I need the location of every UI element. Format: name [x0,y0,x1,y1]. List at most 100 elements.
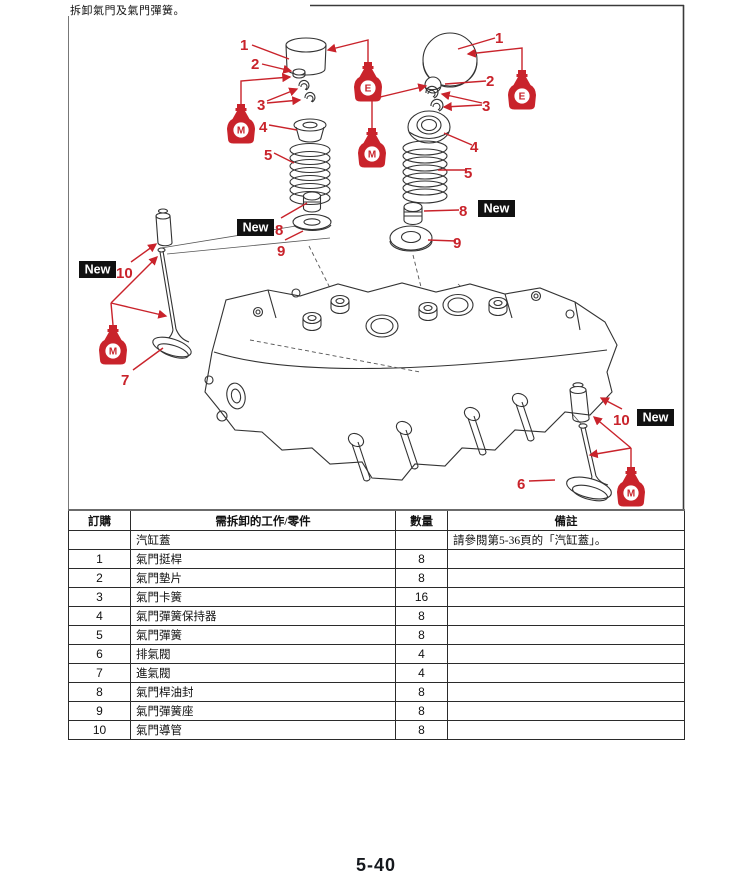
valve-lifter-part [285,37,327,76]
cell-order: 4 [68,606,131,626]
callout-6: 6 [517,476,525,493]
cell-remark [447,701,685,721]
cell-part: 氣門導管 [130,720,396,740]
cell-order [68,530,131,550]
cell-order: 9 [68,701,131,721]
new-tags: New New New New [79,200,674,426]
valve-stem-seal-part [403,201,423,226]
table-row: 汽缸蓋請參閱第5-36頁的「汽缸蓋」。 [68,530,685,550]
new-tag-label: New [85,263,111,277]
cell-remark [447,720,685,740]
new-tag: New [637,409,674,426]
callout-numbers: 1 2 3 4 5 8 9 10 7 1 2 3 4 5 8 9 10 6 [116,30,630,493]
cell-part: 氣門桿油封 [130,682,396,702]
callout-3-intake: 3 [257,97,265,114]
cell-part: 進氣閥 [130,663,396,683]
cell-qty: 8 [395,606,448,626]
new-tag: New [237,219,274,236]
molybdenum-oil-letter: M [627,489,635,500]
callout-2-exhaust: 2 [486,73,494,90]
cell-part: 氣門墊片 [130,568,396,588]
cell-order: 8 [68,682,131,702]
engine-oil-bottle-icon: E [508,70,536,110]
intake-valve-part [152,247,192,359]
cell-order: 1 [68,549,131,569]
intake-parts-column [285,37,332,231]
cell-qty: 8 [395,549,448,569]
callout-7: 7 [121,372,129,389]
molybdenum-oil-letter: M [237,126,245,137]
exhaust-valve-part [566,423,612,502]
cell-part: 排氣閥 [130,644,396,664]
cell-remark: 請參閱第5-36頁的「汽缸蓋」。 [447,530,685,550]
callout-5-intake: 5 [264,147,272,164]
header-remark: 備註 [447,509,685,531]
callout-4-intake: 4 [259,119,268,136]
header-order: 訂購 [68,509,131,531]
cell-part: 氣門卡簧 [130,587,396,607]
callout-10-intake: 10 [116,265,133,282]
callout-3-exhaust: 3 [482,98,490,115]
cell-qty: 8 [395,720,448,740]
new-tag: New [79,261,116,278]
molybdenum-oil-bottle-icon: M [358,128,386,168]
cell-part: 氣門彈簧保持器 [130,606,396,626]
cell-remark [447,587,685,607]
cell-qty: 16 [395,587,448,607]
valve-pad-part [292,68,306,79]
cell-part: 氣門彈簧 [130,625,396,645]
valve-cotters-part [298,79,316,103]
cell-order: 7 [68,663,131,683]
callout-2-intake: 2 [251,56,259,73]
callout-1-intake: 1 [240,37,248,54]
cell-qty: 8 [395,625,448,645]
cell-remark [447,663,685,683]
table-header-row: 訂購 需拆卸的工作/零件 數量 備註 [68,509,685,531]
callout-8-intake: 8 [275,222,283,239]
callout-5-exhaust: 5 [464,165,472,182]
engine-oil-letter: E [365,84,372,95]
page-number: 5-40 [355,855,397,875]
molybdenum-oil-bottle-icon: M [617,467,645,507]
spring-seat-part [292,213,332,231]
callout-leader-lines [110,37,632,482]
new-tag: New [478,200,515,217]
cell-order: 10 [68,720,131,740]
callout-9-intake: 9 [277,243,285,260]
exhaust-parts-column [389,32,478,252]
callout-9-exhaust: 9 [453,235,461,252]
molybdenum-oil-bottle-icon: M [99,325,127,365]
valve-spring-part [402,140,448,204]
valve-lifter-part [422,32,478,88]
cell-remark [447,644,685,664]
valve-stem-seal-part [302,191,322,213]
header-qty: 數量 [395,509,448,531]
cell-qty: 4 [395,663,448,683]
callout-8-exhaust: 8 [459,203,467,220]
spring-retainer-part [293,118,327,143]
callout-1-exhaust: 1 [495,30,503,47]
cell-order: 5 [68,625,131,645]
cell-qty: 8 [395,701,448,721]
cell-order: 6 [68,644,131,664]
callout-4-exhaust: 4 [470,139,479,156]
page-intro-text: 拆卸氣門及氣門彈簧。 [70,5,185,17]
cell-remark [447,549,685,569]
cell-qty: 8 [395,682,448,702]
cell-order: 3 [68,587,131,607]
cell-part: 氣門彈簧座 [130,701,396,721]
valve-guide-part [155,208,173,247]
new-tag-label: New [643,411,669,425]
cell-remark [447,682,685,702]
